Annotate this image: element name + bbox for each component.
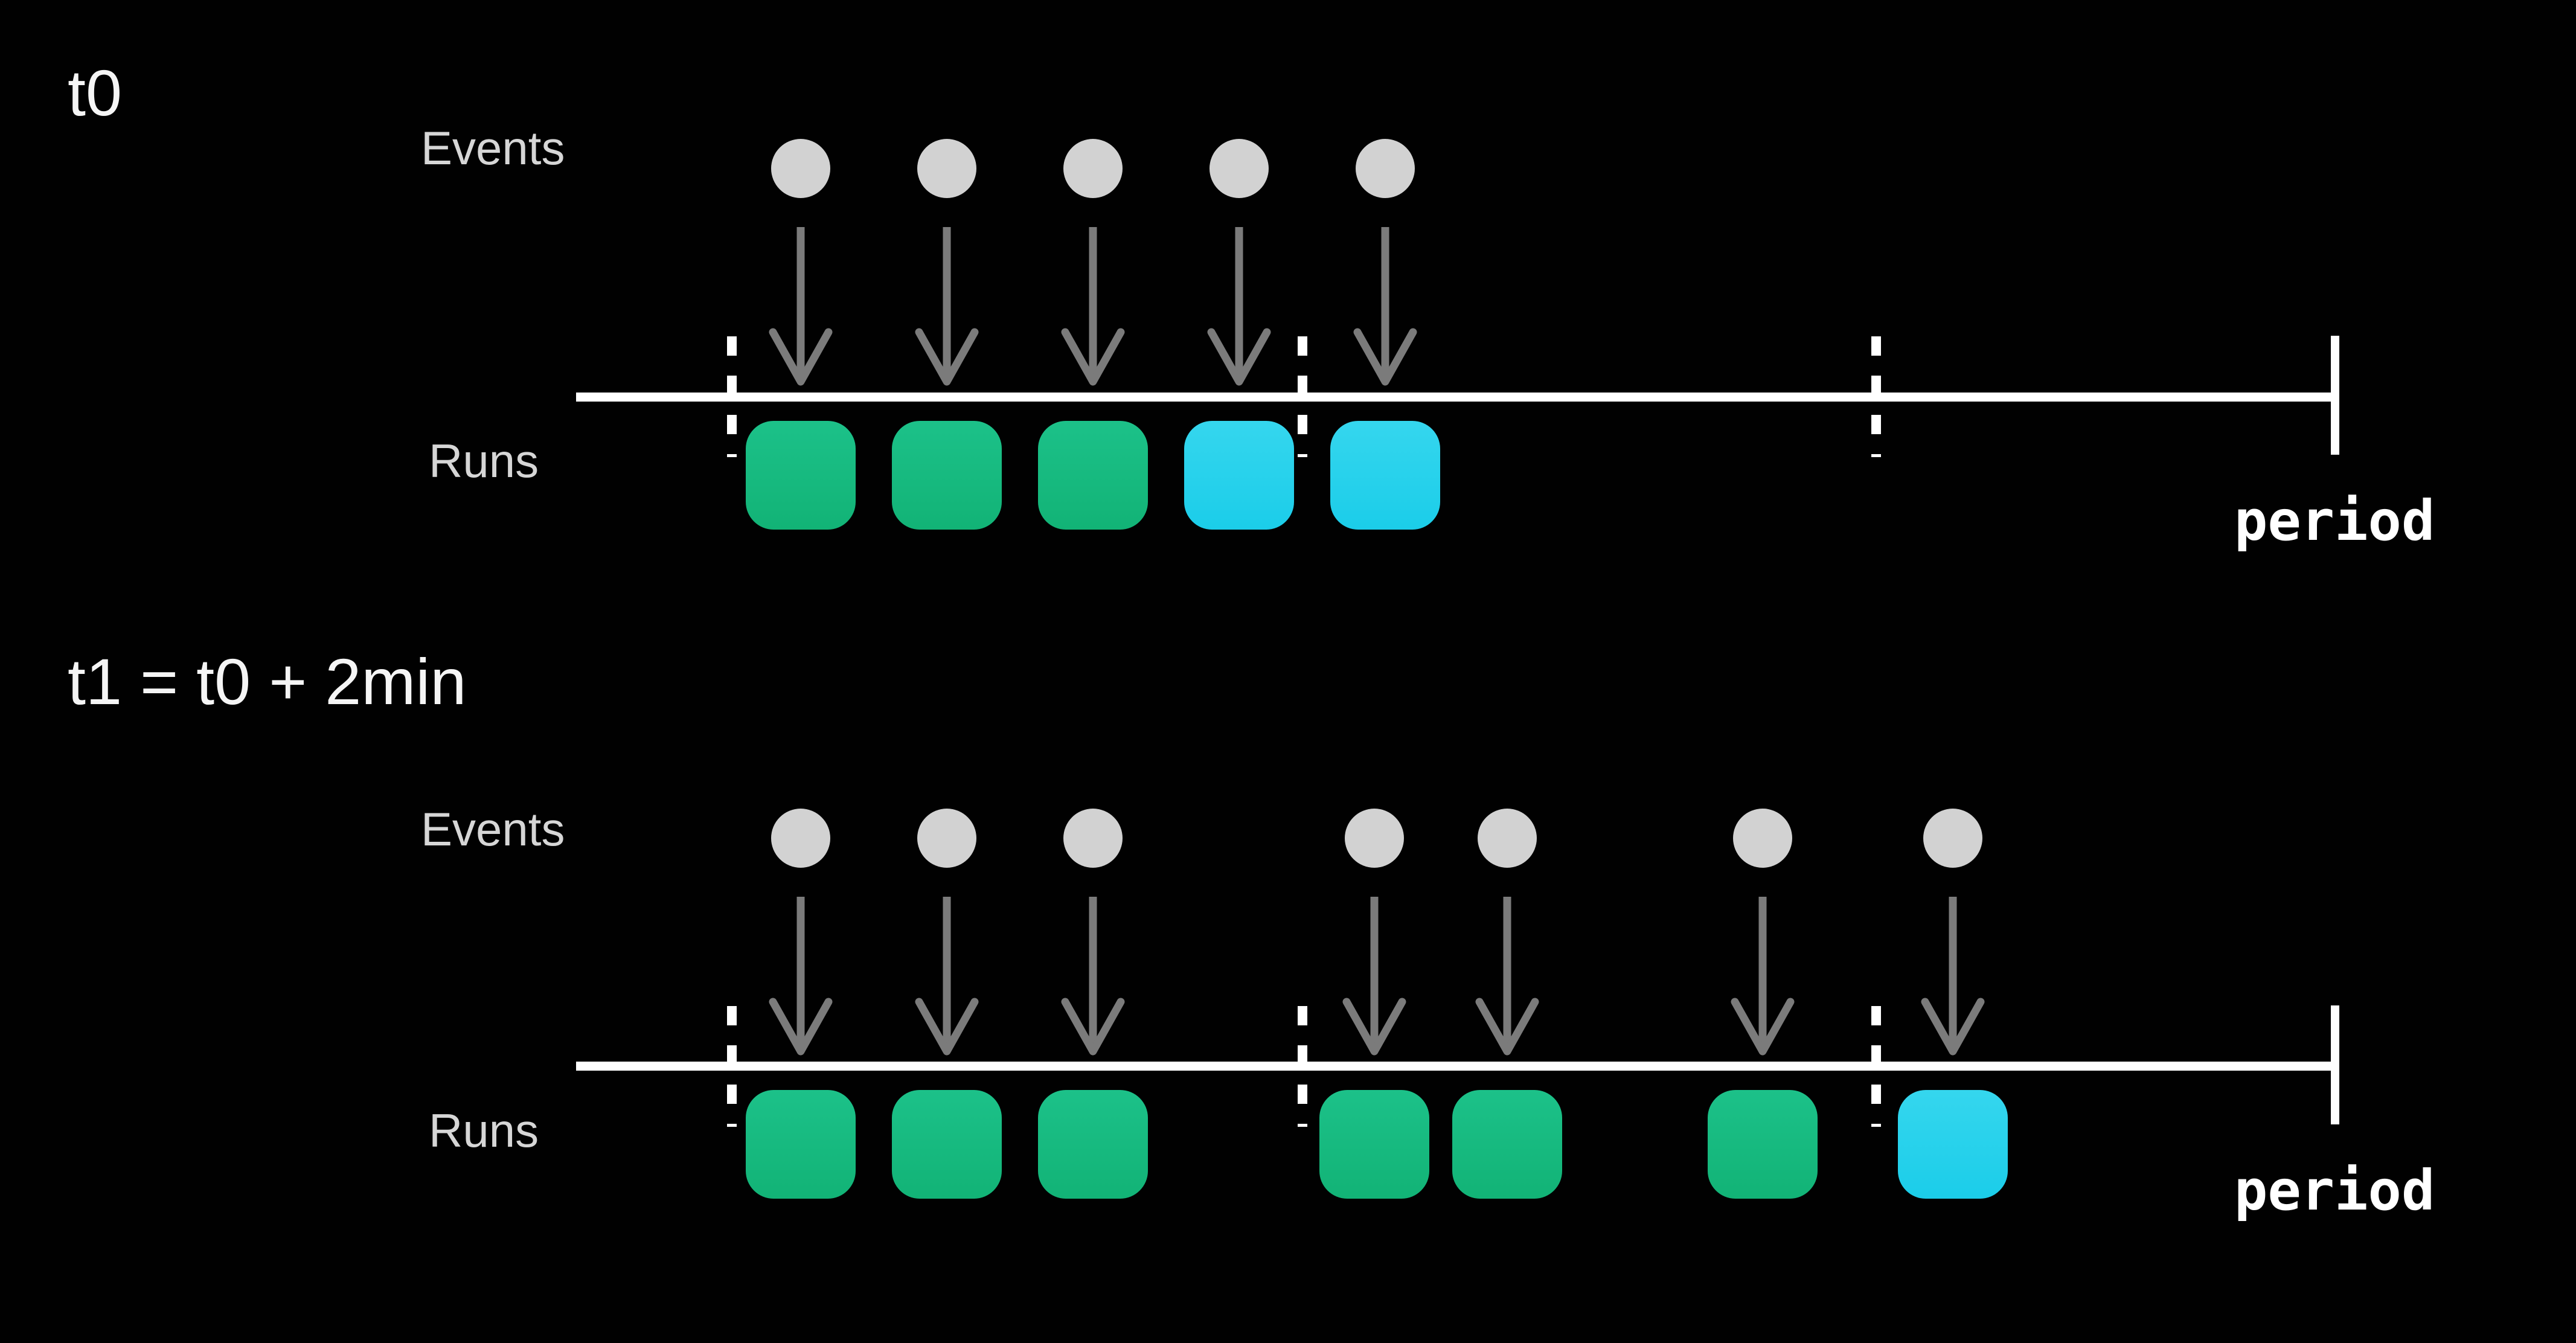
- timeline-end-tick: [2331, 1005, 2339, 1124]
- event-dot: [1478, 809, 1537, 868]
- arrow-down-icon: [769, 227, 833, 386]
- arrow-down-icon: [1207, 227, 1271, 386]
- runs-row-label: Runs: [429, 1104, 539, 1157]
- run-block-green: [1452, 1090, 1562, 1199]
- run-block-green: [892, 421, 1002, 530]
- events-row-label: Events: [421, 121, 565, 175]
- arrow-down-icon: [915, 227, 979, 386]
- event-dot: [1063, 139, 1123, 198]
- period-tick: [1298, 336, 1307, 457]
- events-row-label: Events: [421, 803, 565, 856]
- run-block-green: [892, 1090, 1002, 1199]
- run-block-green: [1319, 1090, 1429, 1199]
- run-block-green: [1038, 1090, 1148, 1199]
- run-block-green: [746, 421, 856, 530]
- timeline-end-tick: [2331, 336, 2339, 455]
- period-label: period: [2234, 1158, 2435, 1223]
- event-dot: [1356, 139, 1415, 198]
- event-dot: [917, 809, 976, 868]
- period-tick: [727, 1006, 737, 1127]
- runs-row-label: Runs: [429, 434, 539, 487]
- run-block-green: [746, 1090, 856, 1199]
- period-tick: [1871, 336, 1881, 457]
- event-dot: [771, 809, 830, 868]
- event-dot: [1733, 809, 1792, 868]
- event-dot: [1923, 809, 1982, 868]
- section-title: t1 = t0 + 2min: [68, 645, 467, 718]
- run-block-cyan: [1330, 421, 1440, 530]
- run-block-green: [1708, 1090, 1818, 1199]
- arrow-down-icon: [1731, 897, 1795, 1056]
- section-title: t0: [68, 56, 123, 129]
- arrow-down-icon: [1475, 897, 1539, 1056]
- period-tick: [1871, 1006, 1881, 1127]
- arrow-down-icon: [915, 897, 979, 1056]
- event-dot: [917, 139, 976, 198]
- timeline-axis: [576, 1062, 2339, 1071]
- event-dot: [1345, 809, 1404, 868]
- timeline-axis: [576, 393, 2339, 402]
- arrow-down-icon: [1061, 897, 1125, 1056]
- run-block-cyan: [1898, 1090, 2008, 1199]
- run-block-green: [1038, 421, 1148, 530]
- arrow-down-icon: [1061, 227, 1125, 386]
- period-label: period: [2234, 489, 2435, 553]
- event-dot: [1210, 139, 1269, 198]
- period-tick: [1298, 1006, 1307, 1127]
- run-block-cyan: [1184, 421, 1294, 530]
- event-dot: [771, 139, 830, 198]
- arrow-down-icon: [1921, 897, 1985, 1056]
- arrow-down-icon: [769, 897, 833, 1056]
- arrow-down-icon: [1353, 227, 1417, 386]
- period-tick: [727, 336, 737, 457]
- arrow-down-icon: [1342, 897, 1406, 1056]
- event-dot: [1063, 809, 1123, 868]
